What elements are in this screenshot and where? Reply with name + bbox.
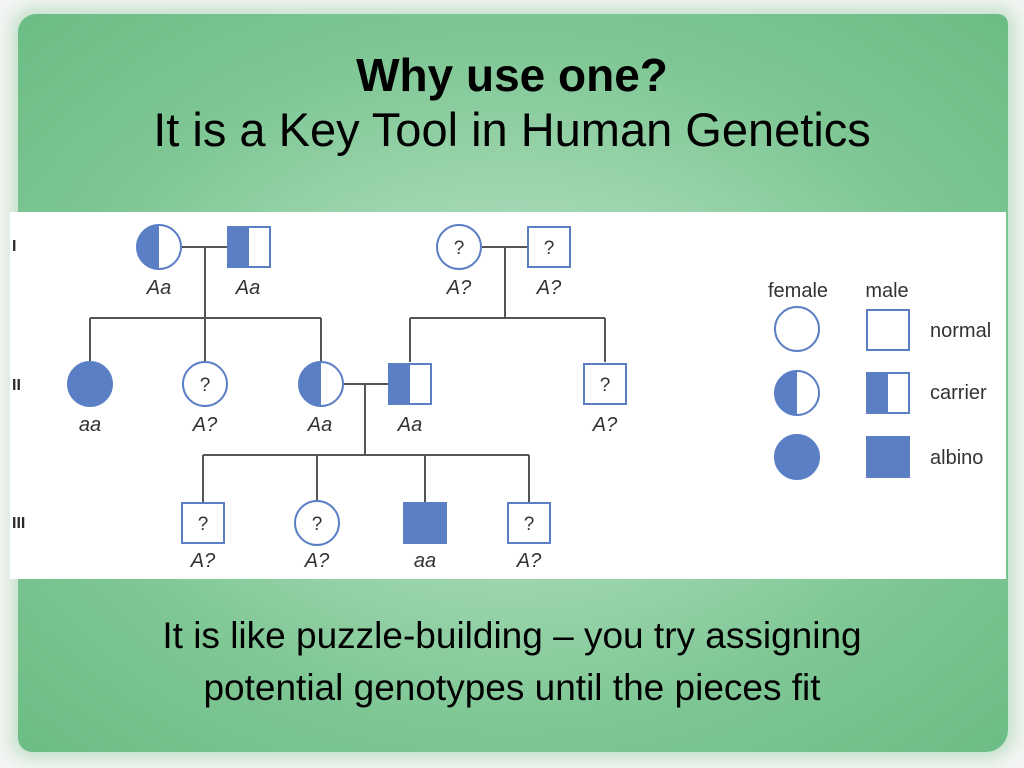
genotype-label: A? bbox=[592, 414, 618, 436]
individual-iii4: ? bbox=[507, 502, 551, 544]
genotype-label: aa bbox=[414, 550, 436, 572]
female-symbol bbox=[136, 224, 182, 270]
individual-i3: ? bbox=[436, 224, 482, 270]
carrier-half-fill bbox=[137, 225, 159, 269]
male-symbol bbox=[403, 502, 447, 544]
genotype-label: A? bbox=[516, 550, 542, 572]
legend-male-header: male bbox=[865, 280, 908, 302]
individual-iii1: ? bbox=[181, 502, 225, 544]
genotype-label: A? bbox=[190, 550, 216, 572]
genotype-label: A? bbox=[192, 414, 218, 436]
legend-normal-label: normal bbox=[930, 320, 991, 342]
carrier-half-fill bbox=[299, 362, 321, 406]
legend-female-header: female bbox=[768, 280, 828, 302]
unknown-mark: ? bbox=[200, 375, 211, 396]
female-symbol bbox=[67, 361, 113, 407]
genotype-label: aa bbox=[79, 414, 101, 436]
individual-iii3 bbox=[403, 502, 447, 544]
unknown-mark: ? bbox=[312, 514, 323, 535]
title-line-2: It is a Key Tool in Human Genetics bbox=[153, 103, 871, 156]
pedigree-chart: I II III bbox=[12, 224, 991, 572]
female-symbol bbox=[298, 361, 344, 407]
male-symbol bbox=[866, 372, 910, 414]
legend-female-normal bbox=[774, 306, 820, 352]
female-symbol bbox=[182, 361, 228, 407]
female-symbol bbox=[436, 224, 482, 270]
generation-label-i: I bbox=[12, 238, 16, 255]
male-symbol bbox=[527, 226, 571, 268]
carrier-half-fill bbox=[389, 364, 410, 404]
carrier-half-fill bbox=[228, 227, 249, 267]
title-line-1: Why use one? bbox=[356, 49, 668, 101]
generation-label-ii: II bbox=[12, 377, 21, 394]
unknown-mark: ? bbox=[600, 375, 611, 396]
slide-title: Why use one? It is a Key Tool in Human G… bbox=[0, 48, 1024, 158]
legend-male-albino bbox=[866, 436, 910, 478]
pedigree-panel: I II III bbox=[10, 212, 1006, 579]
individual-ii4 bbox=[388, 363, 432, 405]
individual-iii2: ? bbox=[294, 500, 340, 546]
male-symbol bbox=[227, 226, 271, 268]
legend-male-carrier bbox=[866, 372, 910, 414]
genotype-label: Aa bbox=[235, 277, 260, 299]
genotype-label: A? bbox=[536, 277, 562, 299]
unknown-mark: ? bbox=[454, 238, 465, 259]
legend-female-albino bbox=[774, 434, 820, 480]
individual-ii3 bbox=[298, 361, 344, 407]
unknown-mark: ? bbox=[544, 238, 555, 259]
genotype-label: Aa bbox=[146, 277, 171, 299]
slide-caption: It is like puzzle-building – you try ass… bbox=[0, 610, 1024, 714]
caption-line-1: It is like puzzle-building – you try ass… bbox=[162, 615, 862, 656]
legend-albino-label: albino bbox=[930, 447, 983, 469]
male-symbol bbox=[388, 363, 432, 405]
individual-i1 bbox=[136, 224, 182, 270]
male-symbol bbox=[583, 363, 627, 405]
unknown-mark: ? bbox=[524, 514, 535, 535]
genotype-label: A? bbox=[304, 550, 330, 572]
genotype-label: Aa bbox=[397, 414, 422, 436]
legend-carrier-label: carrier bbox=[930, 382, 987, 404]
carrier-half-fill bbox=[867, 373, 888, 413]
female-symbol bbox=[294, 500, 340, 546]
legend-male-normal bbox=[866, 309, 910, 351]
genotype-label: A? bbox=[446, 277, 472, 299]
female-symbol bbox=[774, 370, 820, 416]
individual-ii2: ? bbox=[182, 361, 228, 407]
legend-female-carrier bbox=[774, 370, 820, 416]
carrier-half-fill bbox=[775, 371, 797, 415]
individual-ii1 bbox=[67, 361, 113, 407]
pedigree-lines bbox=[89, 246, 606, 502]
unknown-mark: ? bbox=[198, 514, 209, 535]
individual-i4: ? bbox=[527, 226, 571, 268]
legend: female male normal carrier albino bbox=[768, 280, 991, 480]
genotype-label: Aa bbox=[307, 414, 332, 436]
male-symbol bbox=[181, 502, 225, 544]
male-symbol bbox=[507, 502, 551, 544]
generation-label-iii: III bbox=[12, 515, 25, 532]
individual-i2 bbox=[227, 226, 271, 268]
caption-line-2: potential genotypes until the pieces fit bbox=[203, 667, 821, 708]
individual-ii5: ? bbox=[583, 363, 627, 405]
